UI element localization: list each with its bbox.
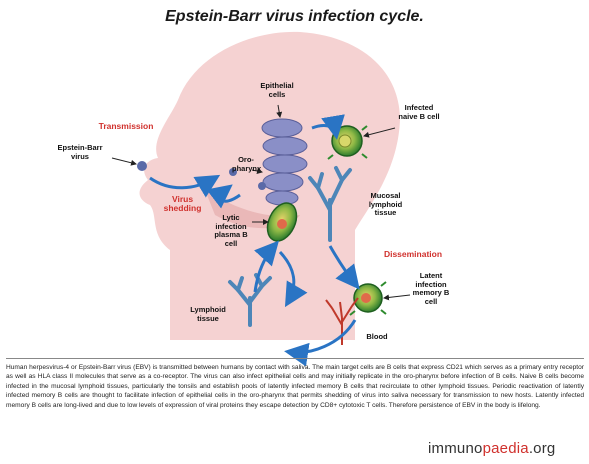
label-dissemination: Dissemination	[378, 250, 448, 259]
label-epithelial-cells: Epithelial cells	[252, 82, 302, 99]
label-blood: Blood	[362, 333, 392, 342]
label-latent-infection-memory-b-cell: Latent infection memory B cell	[410, 272, 452, 306]
logo-suffix: .org	[529, 440, 556, 457]
label-lytic-infection-plasma-b-cell: Lytic infection plasma B cell	[212, 214, 250, 248]
label-lymphoid-tissue: Lymphoid tissue	[184, 306, 232, 323]
virus-particle	[258, 182, 266, 190]
label-oro-pharynx: Oro-pharynx	[232, 156, 260, 173]
label-infected-naive-b-cell: Infected naive B cell	[395, 104, 443, 121]
logo-accent: paedia	[483, 440, 529, 457]
site-logo: immunopaedia.org	[428, 440, 555, 457]
label-transmission: Transmission	[86, 122, 166, 131]
latent-memory-b-cell	[350, 282, 386, 315]
label-mucosal-lymphoid-tissue: Mucosal lymphoid tissue	[358, 192, 413, 218]
logo-prefix: immuno	[428, 440, 483, 457]
label-epstein-barr-virus: Epstein-Barr virus	[50, 144, 110, 161]
virus-particle	[137, 161, 147, 171]
diagram-title: Epstein-Barr virus infection cycle.	[0, 8, 589, 26]
label-virus-shedding: Virus shedding	[160, 195, 205, 212]
caption-divider	[6, 358, 584, 359]
